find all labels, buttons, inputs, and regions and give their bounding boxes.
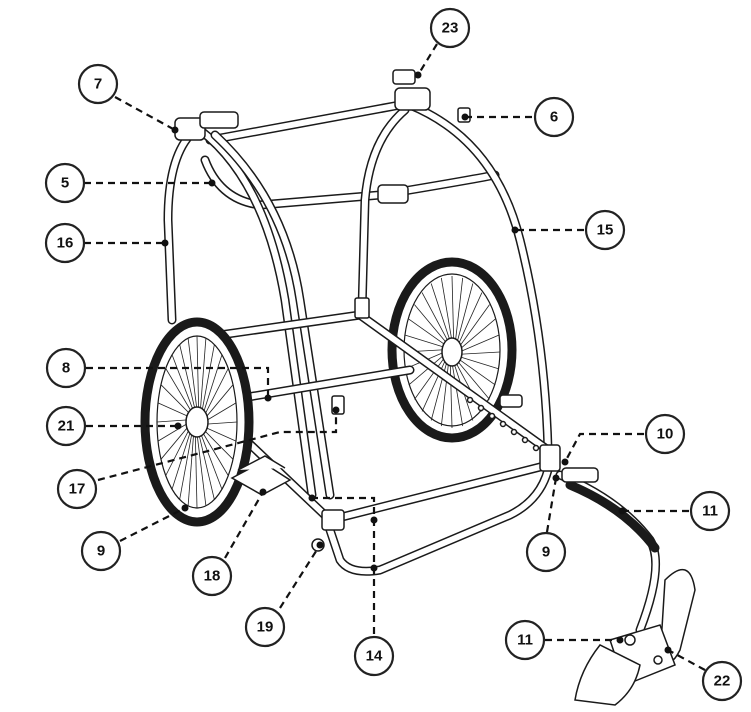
wheel-spoke [457, 334, 499, 353]
callout-22: 22 [701, 660, 743, 702]
frame-bolt [521, 436, 529, 444]
callout-label: 22 [714, 673, 731, 690]
wheel-spoke [196, 335, 200, 415]
callout-7: 7 [77, 63, 119, 105]
wheel-spoke [421, 292, 451, 345]
left-wheel [140, 317, 254, 527]
wheel-spoke [179, 344, 197, 415]
wheel-spoke [440, 277, 453, 345]
callout-23: 23 [429, 7, 471, 49]
callout-6: 6 [533, 96, 575, 138]
callout-label: 17 [69, 481, 86, 498]
wheel-spoke [198, 429, 223, 490]
wheel-spoke [165, 424, 192, 476]
wheel-spoke [196, 429, 207, 506]
callout-label: 5 [61, 175, 69, 192]
wheel-spoke [414, 354, 447, 400]
right-top-joint [394, 87, 431, 111]
callout-label: 15 [597, 222, 614, 239]
wheel-spoke [421, 356, 448, 412]
wheel-spoke [200, 428, 229, 476]
callout-label: 18 [204, 568, 221, 585]
trailer-frame-drawing [140, 69, 696, 706]
callout-label: 19 [257, 619, 274, 636]
callout-label: 11 [517, 632, 533, 649]
wheel-spoke [408, 352, 447, 386]
leader-lines [84, 43, 706, 671]
callout-label: 16 [57, 235, 74, 252]
wheel-spoke [414, 304, 449, 346]
wheel-spoke [449, 359, 453, 429]
wheel-spoke [408, 318, 448, 347]
wheel-spoke [201, 427, 234, 460]
callout-21: 21 [45, 405, 87, 447]
callout-16: 16 [44, 222, 86, 264]
wheel-spoke [457, 304, 490, 350]
frame-bolt [488, 412, 496, 420]
callout-14: 14 [353, 635, 395, 677]
wheel-spoke [457, 351, 501, 355]
flag-mount [392, 69, 416, 85]
wheel-spoke [171, 354, 196, 415]
wheel-spoke [451, 359, 464, 427]
wheel-spoke [455, 358, 490, 400]
callout-15: 15 [584, 209, 626, 251]
callout-label: 23 [442, 20, 459, 37]
wheel-spoke [430, 283, 452, 345]
wheel-spoke [201, 354, 223, 418]
wheel-spoke [430, 357, 449, 421]
callout-label: 8 [62, 360, 70, 377]
callout-label: 9 [542, 544, 550, 561]
wheel-spoke [179, 427, 194, 500]
callout-9-left: 9 [80, 530, 122, 572]
wheel-spoke [202, 368, 229, 420]
callout-17: 17 [56, 468, 98, 510]
callout-8: 8 [45, 347, 87, 389]
wheel-spoke [160, 422, 192, 460]
wheel-spoke [440, 358, 450, 427]
callout-label: 6 [550, 109, 558, 126]
callout-label: 11 [702, 503, 718, 520]
frame-bolt [466, 396, 474, 404]
frame-bolt [510, 428, 518, 436]
wheel-spoke [197, 429, 215, 500]
right-wheel [387, 257, 517, 443]
wheel-spoke [187, 338, 198, 415]
callout-10: 10 [644, 413, 686, 455]
callout-label: 21 [58, 418, 75, 435]
callout-19: 19 [244, 606, 286, 648]
callout-9-right: 9 [525, 531, 567, 573]
frame-bolt [532, 444, 540, 452]
wheel-spoke [160, 384, 193, 417]
wheel-spoke [202, 384, 234, 422]
wheel-spoke [457, 318, 496, 352]
callout-label: 10 [657, 426, 674, 443]
callout-5: 5 [44, 162, 86, 204]
callout-label: 7 [94, 76, 102, 93]
wheel-spoke [456, 357, 496, 386]
callout-11-lower: 11 [504, 619, 546, 661]
wheel-spoke [456, 292, 483, 348]
frame-bolt [477, 404, 485, 412]
wheel-spoke [405, 334, 447, 349]
wheel-spoke [187, 428, 195, 506]
wheel-spoke [194, 429, 198, 509]
wheel-spoke [199, 338, 207, 416]
wheel-spoke [165, 368, 194, 416]
callout-18: 18 [191, 555, 233, 597]
wheel-spoke [157, 402, 192, 419]
wheel-spoke [202, 425, 237, 442]
wheel-spoke [200, 344, 215, 417]
wheel-spoke [454, 277, 464, 346]
callout-11-upper: 11 [689, 490, 731, 532]
frame-bolt [499, 420, 507, 428]
wheel-spoke [457, 355, 499, 370]
callout-label: 9 [97, 543, 105, 560]
wheel-spoke [455, 283, 474, 347]
wheel-spoke [451, 275, 455, 345]
callout-label: 14 [366, 648, 383, 665]
